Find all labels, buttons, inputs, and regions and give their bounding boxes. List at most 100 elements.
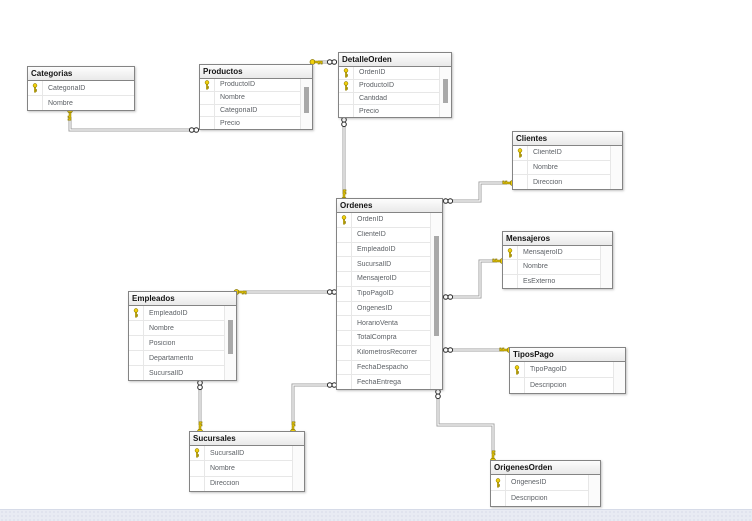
field-row[interactable]: MensajeroID bbox=[503, 246, 600, 261]
field-row[interactable]: Nombre bbox=[190, 461, 292, 477]
table-body: TipoPagoID Descripcion bbox=[510, 362, 625, 393]
field-row[interactable]: TotalCompra bbox=[337, 331, 430, 346]
field-row[interactable]: Departamento bbox=[129, 351, 224, 366]
field-row[interactable]: KilometrosRecorrer bbox=[337, 345, 430, 361]
table-body: OrigenesID Descripcion bbox=[491, 475, 600, 506]
relationship-categorias-productos[interactable] bbox=[67, 107, 200, 133]
relationship-sucursales-empleados[interactable] bbox=[197, 379, 203, 435]
relationship-productos-detalleorden[interactable] bbox=[309, 59, 338, 65]
relationship-mensajeros-ordenes[interactable] bbox=[442, 258, 506, 300]
field-row[interactable]: Descripcion bbox=[510, 378, 613, 393]
field-row[interactable]: SucursalID bbox=[190, 446, 292, 462]
field-row[interactable]: ClienteID bbox=[513, 146, 610, 161]
key-cell bbox=[337, 316, 352, 330]
field-row[interactable]: OrdenID bbox=[337, 213, 430, 228]
relationship-ordenes-detalleorden[interactable] bbox=[341, 116, 347, 203]
table-scrollbar[interactable] bbox=[300, 79, 312, 129]
field-row[interactable]: TipoPagoID bbox=[510, 362, 613, 378]
table-title[interactable]: OrigenesOrden bbox=[491, 461, 600, 475]
table-title[interactable]: Clientes bbox=[513, 132, 622, 146]
relationship-clientes-ordenes[interactable] bbox=[442, 180, 516, 204]
relationship-line[interactable] bbox=[452, 259, 497, 299]
field-row[interactable]: Cantidad bbox=[339, 92, 439, 106]
table-productos[interactable]: Productos ProductoID Nombre CategoriaID bbox=[199, 64, 313, 130]
table-scrollbar[interactable] bbox=[610, 146, 622, 189]
field-row[interactable]: SucursalID bbox=[129, 366, 224, 380]
table-empleados[interactable]: Empleados EmpleadoID Nombre Posicion bbox=[128, 291, 237, 381]
table-title[interactable]: DetalleOrden bbox=[339, 53, 451, 67]
table-sucursales[interactable]: Sucursales SucursalID Nombre Direccion bbox=[189, 431, 305, 492]
field-row[interactable]: Nombre bbox=[200, 91, 300, 105]
relationship-origenesorden-ordenes[interactable] bbox=[435, 388, 496, 464]
table-tipospago[interactable]: TiposPago TipoPagoID Descripcion bbox=[509, 347, 626, 394]
field-row[interactable]: SucursalID bbox=[337, 257, 430, 272]
relationship-sucursales-ordenes[interactable] bbox=[290, 382, 338, 435]
scrollbar-thumb[interactable] bbox=[443, 79, 448, 103]
field-row[interactable]: EmpleadoID bbox=[337, 242, 430, 258]
field-row[interactable]: Nombre bbox=[503, 260, 600, 275]
table-title[interactable]: Mensajeros bbox=[503, 232, 612, 246]
table-categorias[interactable]: Categorias CategoriaID Nombre bbox=[27, 66, 135, 111]
table-scrollbar[interactable] bbox=[430, 213, 442, 389]
horizontal-scrollbar[interactable] bbox=[0, 509, 752, 521]
relationship-line[interactable] bbox=[291, 383, 328, 425]
table-mensajeros[interactable]: Mensajeros MensajeroID Nombre EsExterno bbox=[502, 231, 613, 289]
table-title[interactable]: Productos bbox=[200, 65, 312, 79]
field-row[interactable]: Nombre bbox=[513, 160, 610, 176]
field-row[interactable]: Direccion bbox=[190, 476, 292, 491]
primary-key-icon bbox=[133, 308, 139, 318]
field-row[interactable]: Precio bbox=[339, 105, 439, 117]
field-row[interactable]: CategoriaID bbox=[28, 81, 134, 96]
field-row[interactable]: Direccion bbox=[513, 175, 610, 189]
field-row[interactable]: FechaDespacho bbox=[337, 360, 430, 376]
table-clientes[interactable]: Clientes ClienteID Nombre Direccion bbox=[512, 131, 623, 190]
relationship-line[interactable] bbox=[436, 398, 495, 454]
field-row[interactable]: ClienteID bbox=[337, 227, 430, 243]
relationship-line[interactable] bbox=[68, 117, 190, 132]
key-cell bbox=[337, 272, 352, 286]
field-row[interactable]: Nombre bbox=[129, 321, 224, 336]
table-ordenes[interactable]: Ordenes OrdenID ClienteID EmpleadoID bbox=[336, 198, 443, 390]
table-scrollbar[interactable] bbox=[613, 362, 625, 393]
field-row[interactable]: OrdenID bbox=[339, 67, 439, 80]
field-row[interactable]: Nombre bbox=[28, 96, 134, 110]
field-name: HorarioVenta bbox=[357, 319, 398, 327]
table-origenesorden[interactable]: OrigenesOrden OrigenesID Descripcion bbox=[490, 460, 601, 507]
infinity-endpoint-icon bbox=[435, 388, 441, 400]
table-title[interactable]: Ordenes bbox=[337, 199, 442, 213]
field-row[interactable]: Precio bbox=[200, 117, 300, 129]
infinity-endpoint-icon bbox=[326, 289, 338, 295]
relationship-empleados-ordenes[interactable] bbox=[233, 289, 338, 295]
table-title[interactable]: Empleados bbox=[129, 292, 236, 306]
field-row[interactable]: Posicion bbox=[129, 336, 224, 351]
primary-key-icon bbox=[204, 80, 210, 90]
table-title[interactable]: Sucursales bbox=[190, 432, 304, 446]
field-row[interactable]: CategoriaID bbox=[200, 104, 300, 118]
scrollbar-thumb[interactable] bbox=[434, 236, 439, 336]
field-row[interactable]: EmpleadoID bbox=[129, 306, 224, 321]
relationship-tipospago-ordenes[interactable] bbox=[442, 347, 513, 353]
field-row[interactable]: FechaEntrega bbox=[337, 375, 430, 389]
table-scrollbar[interactable] bbox=[224, 306, 236, 380]
table-scrollbar[interactable] bbox=[439, 67, 451, 117]
table-detalleorden[interactable]: DetalleOrden OrdenID ProductoID Cantidad bbox=[338, 52, 452, 118]
table-scrollbar[interactable] bbox=[600, 246, 612, 288]
field-row[interactable]: Descripcion bbox=[491, 491, 588, 506]
table-scrollbar[interactable] bbox=[292, 446, 304, 491]
table-body: OrdenID ProductoID Cantidad Precio bbox=[339, 67, 451, 117]
field-row[interactable]: MensajeroID bbox=[337, 272, 430, 287]
field-row[interactable]: TipoPagoID bbox=[337, 286, 430, 302]
field-row[interactable]: ProductoID bbox=[200, 79, 300, 92]
scrollbar-thumb[interactable] bbox=[228, 320, 233, 354]
table-title[interactable]: Categorias bbox=[28, 67, 134, 81]
field-row[interactable]: EsExterno bbox=[503, 274, 600, 288]
field-row[interactable]: HorarioVenta bbox=[337, 316, 430, 331]
table-title[interactable]: TiposPago bbox=[510, 348, 625, 362]
table-scrollbar[interactable] bbox=[588, 475, 600, 506]
relationship-line-core bbox=[452, 260, 497, 298]
field-row[interactable]: OrigenesID bbox=[491, 475, 588, 491]
field-row[interactable]: ProductoID bbox=[339, 79, 439, 93]
scrollbar-thumb[interactable] bbox=[304, 87, 309, 113]
field-row[interactable]: OrigenesID bbox=[337, 301, 430, 317]
